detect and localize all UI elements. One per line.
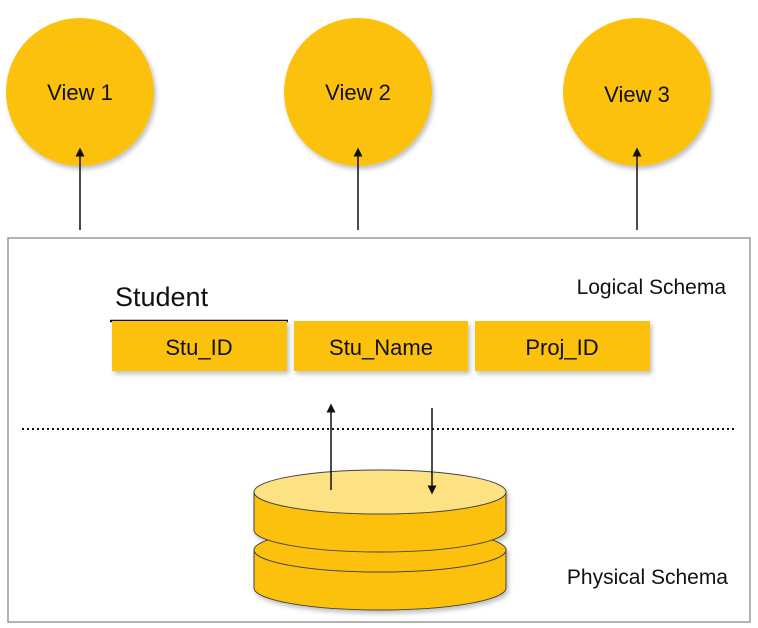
physical-schema-label: Physical Schema <box>567 566 728 589</box>
table-title: Student <box>115 282 209 312</box>
view-2: View 2 <box>284 18 432 166</box>
column-cell-proj-id <box>475 321 650 371</box>
view-1-circle <box>6 18 154 166</box>
view-3-label: View 3 <box>604 82 670 107</box>
view-3-circle <box>563 18 711 166</box>
view-2-label: View 2 <box>325 80 391 105</box>
database-cylinder-icon <box>253 469 507 611</box>
view-3: View 3 <box>563 18 711 166</box>
column-cell-stu-id <box>112 321 287 371</box>
column-label-stu-name: Stu_Name <box>329 335 433 360</box>
table-columns: Stu_ID Stu_Name Proj_ID <box>112 321 650 371</box>
column-label-proj-id: Proj_ID <box>525 335 598 360</box>
logical-schema-label: Logical Schema <box>577 276 727 299</box>
view-1: View 1 <box>6 18 154 166</box>
column-label-stu-id: Stu_ID <box>165 335 232 360</box>
column-cell-stu-name <box>294 321 468 371</box>
view-2-circle <box>284 18 432 166</box>
view-1-label: View 1 <box>47 80 113 105</box>
